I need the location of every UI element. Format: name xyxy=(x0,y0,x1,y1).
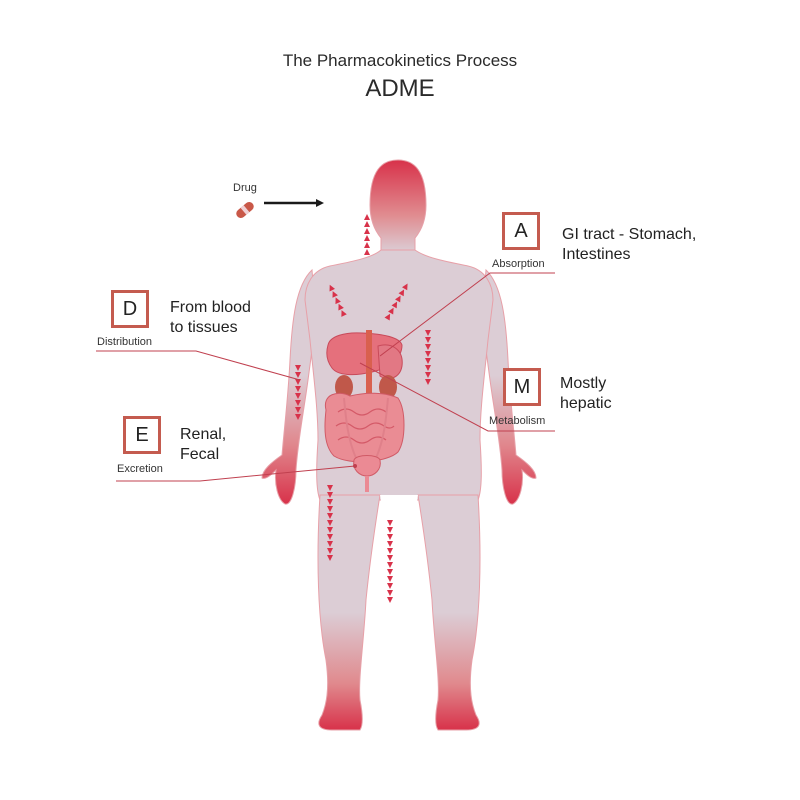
absorption-leader-line xyxy=(379,272,555,357)
absorption-letter-box: A xyxy=(502,212,540,250)
flow-arrows xyxy=(295,214,431,603)
leader-lines xyxy=(96,272,555,482)
metabolism-leader-line xyxy=(359,362,555,432)
distribution-leader-line xyxy=(96,350,301,381)
distribution-label: Distribution xyxy=(97,336,153,348)
excretion-desc-line2: Fecal xyxy=(180,446,220,463)
arrow-right-icon xyxy=(264,199,324,207)
diagram-subtitle: ADME xyxy=(365,75,435,102)
distribution-desc-line1: From blood xyxy=(170,299,251,316)
pill-icon xyxy=(236,201,254,219)
excretion-desc-line1: Renal, xyxy=(180,426,227,443)
drug-label: Drug xyxy=(233,182,257,194)
absorption-desc-line1: GI tract - Stomach, xyxy=(562,226,697,243)
bladder xyxy=(353,455,381,477)
distribution-desc-line2: to tissues xyxy=(170,319,238,336)
excretion-leader-line xyxy=(116,465,356,482)
legs xyxy=(317,494,481,731)
excretion-description: Renal, Fecal xyxy=(180,425,226,465)
metabolism-desc-line2: hepatic xyxy=(560,395,612,412)
distribution-letter-box: D xyxy=(111,290,149,328)
distribution-description: From blood to tissues xyxy=(170,298,251,338)
excretion-label: Excretion xyxy=(117,463,163,475)
kidney-right xyxy=(379,375,397,399)
absorption-description: GI tract - Stomach, Intestines xyxy=(562,225,696,265)
absorption-desc-line2: Intestines xyxy=(562,246,631,263)
excretion-letter-box: E xyxy=(123,416,161,454)
absorption-label: Absorption xyxy=(492,258,545,270)
metabolism-description: Mostly hepatic xyxy=(560,374,612,414)
metabolism-desc-line1: Mostly xyxy=(560,375,607,392)
head xyxy=(369,159,427,253)
aorta xyxy=(366,330,372,410)
metabolism-letter-box: M xyxy=(503,368,541,406)
metabolism-label: Metabolism xyxy=(489,415,546,427)
diagram-title: The Pharmacokinetics Process xyxy=(282,51,518,70)
